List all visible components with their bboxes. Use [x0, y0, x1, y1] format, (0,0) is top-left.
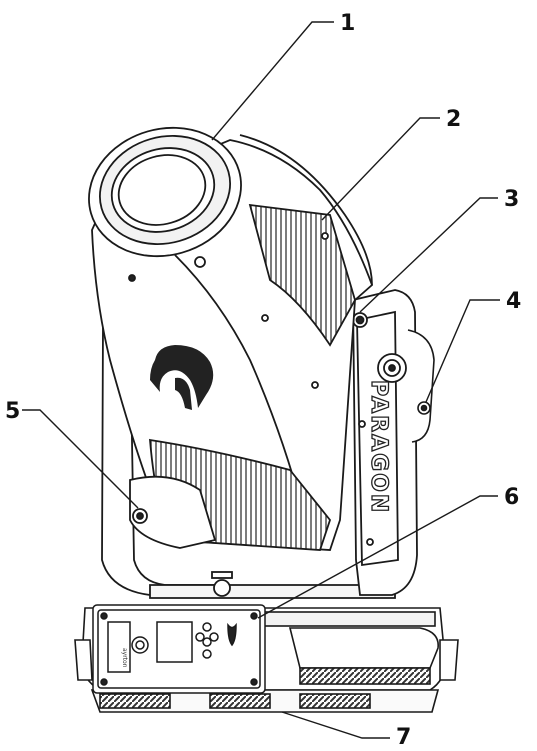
callout-line-1: [211, 21, 334, 141]
panel-down-button: [202, 637, 212, 647]
callout-number-5: 5: [5, 399, 20, 424]
panel-side-label: ayrton: [121, 648, 128, 668]
control-panel: [92, 604, 266, 694]
callout-line-7: [281, 711, 390, 739]
callout-line-2: [321, 117, 440, 221]
callout-numbers: 1 2 3 4 5 6 7: [5, 11, 521, 750]
head-logo-icon: [150, 345, 214, 410]
callout-line-6: [257, 495, 498, 619]
panel-enter-button: [202, 649, 212, 659]
callout-number-1: 1: [340, 11, 355, 36]
brand-lettering: PARAGON: [366, 380, 391, 514]
callout-number-4: 4: [506, 289, 521, 314]
callout-line-3: [359, 197, 498, 313]
panel-left-button: [195, 632, 205, 642]
callout-lines: [22, 21, 500, 739]
callout-number-2: 2: [446, 107, 461, 132]
panel-right-button: [209, 632, 219, 642]
panel-logo-icon: [227, 622, 237, 647]
callout-line-5: [22, 409, 139, 509]
panel-display: [156, 621, 193, 663]
callout-number-7: 7: [396, 725, 411, 747]
callout-line-4: [425, 299, 500, 403]
callout-number-6: 6: [504, 485, 519, 510]
yoke-side-handle: [407, 329, 435, 443]
front-lens: [88, 126, 242, 258]
panel-up-button: [202, 622, 212, 632]
callout-number-3: 3: [504, 187, 519, 212]
head-housing-vents: [248, 203, 356, 347]
